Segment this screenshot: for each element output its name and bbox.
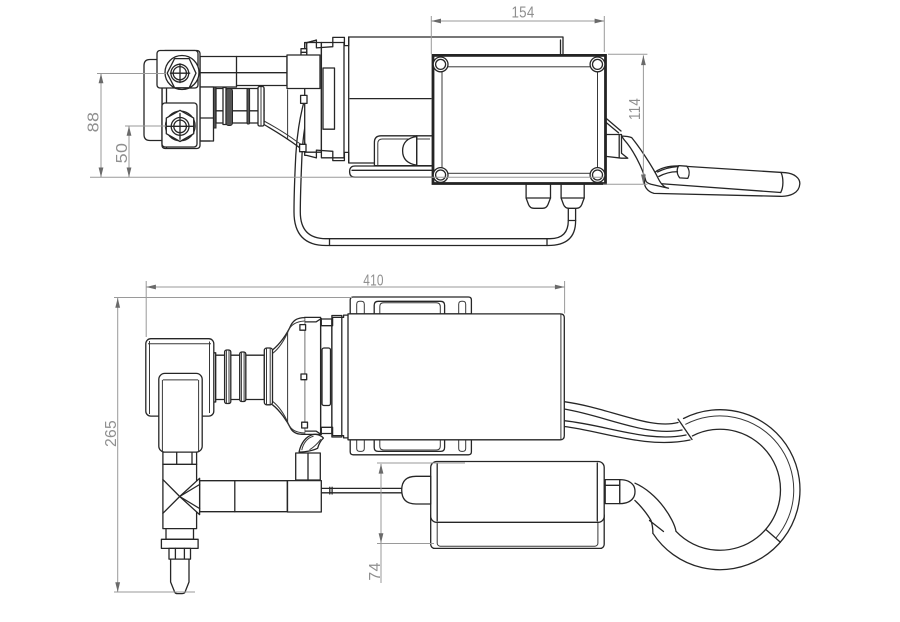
svg-text:114: 114 <box>627 98 644 120</box>
svg-text:265: 265 <box>103 420 120 447</box>
svg-text:50: 50 <box>114 143 131 164</box>
svg-text:88: 88 <box>86 112 103 133</box>
svg-text:410: 410 <box>363 273 384 290</box>
svg-text:74: 74 <box>367 562 384 581</box>
svg-text:154: 154 <box>512 5 535 22</box>
